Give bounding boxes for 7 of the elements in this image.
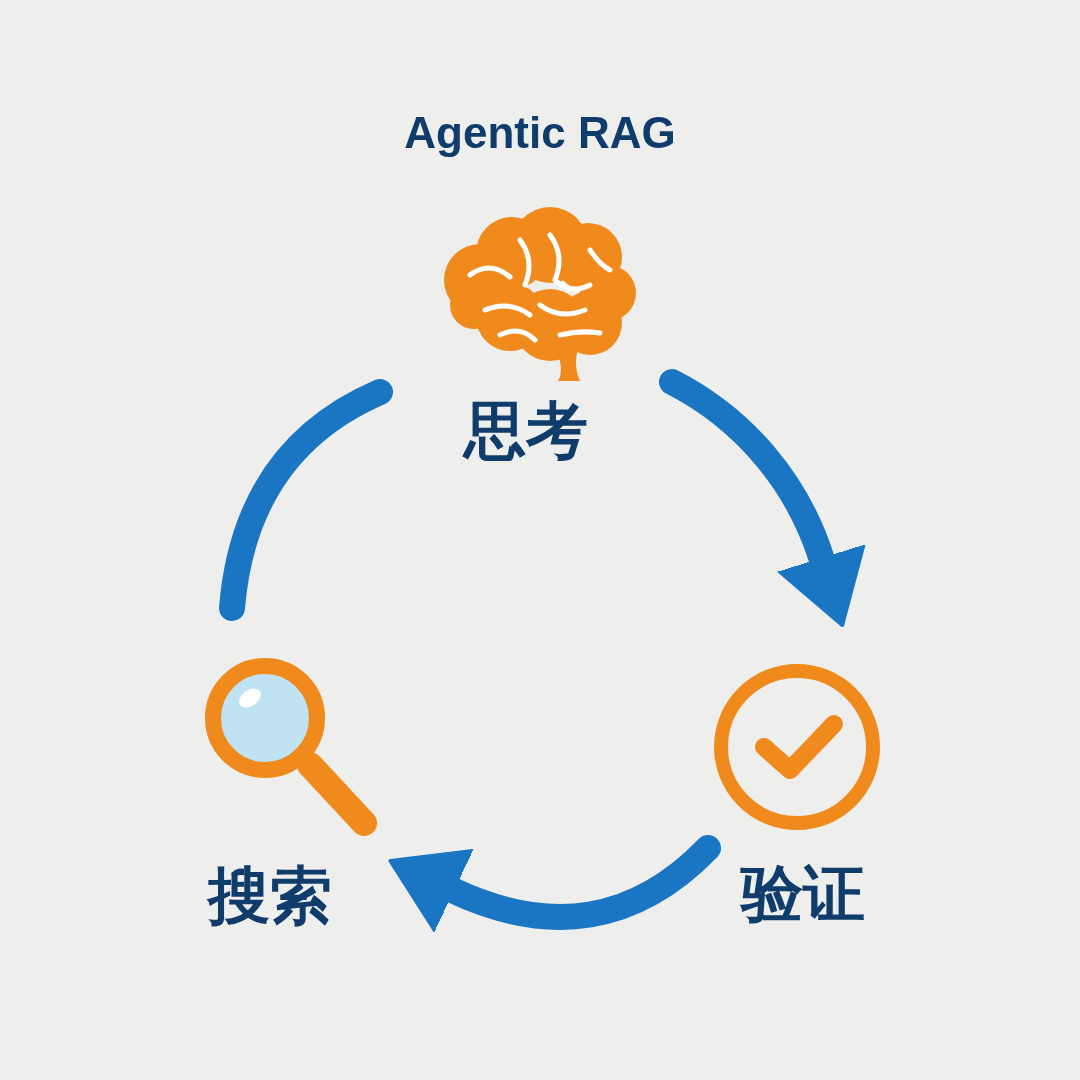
curved-line xyxy=(219,379,393,621)
node-label: 搜索 xyxy=(205,865,333,927)
title: Agentic RAG xyxy=(403,108,677,158)
node-label: 思考 xyxy=(461,400,589,462)
arrow xyxy=(387,835,721,934)
node-label: 验证 xyxy=(739,863,866,925)
arrow xyxy=(659,369,865,626)
